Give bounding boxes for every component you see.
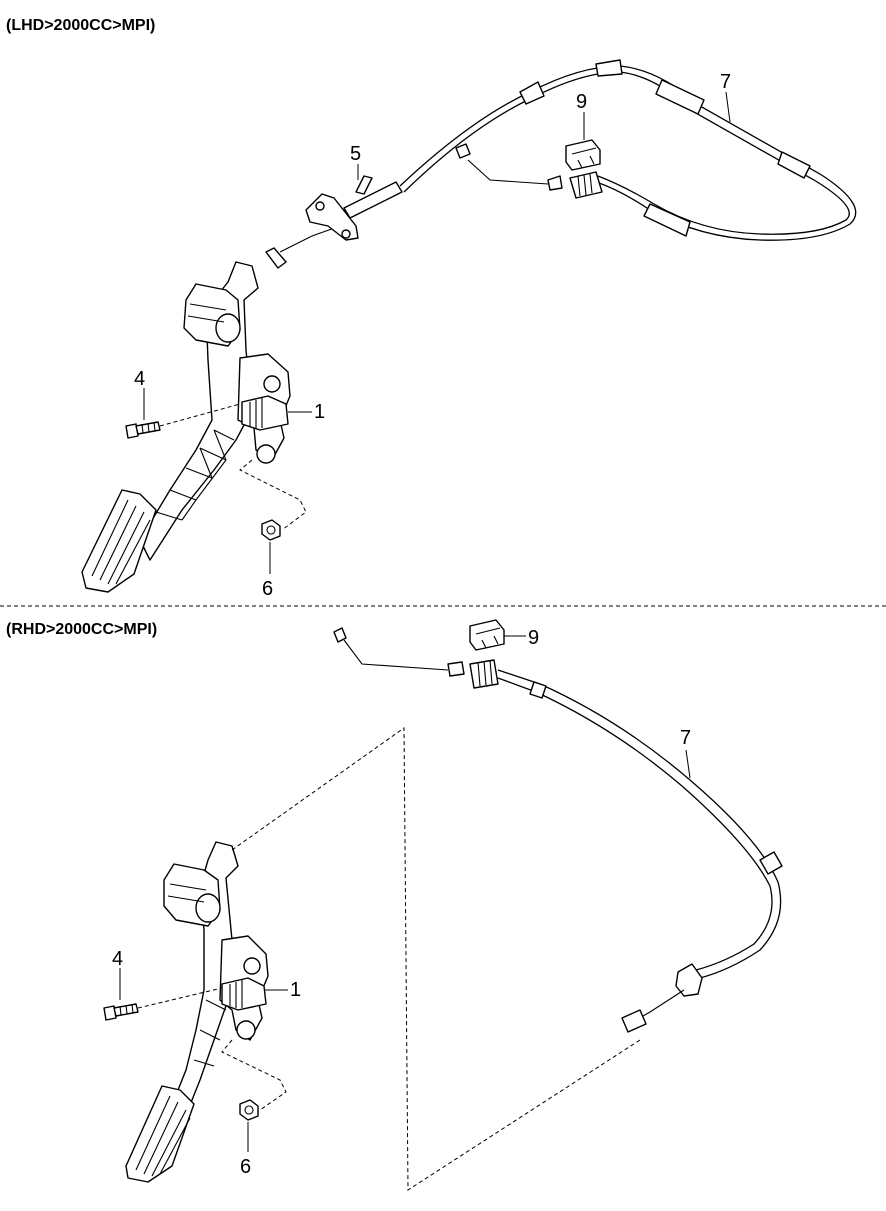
lhd-callout-clip: 9 [576, 91, 587, 113]
rhd-section-title: (RHD>2000CC>MPI) [6, 621, 157, 638]
lhd-section: (LHD>2000CC>MPI) [6, 17, 857, 600]
rhd-callout-clip: 9 [528, 627, 539, 649]
rhd-nut: 6 [221, 1039, 287, 1178]
rhd-callout-bolt: 4 [112, 948, 123, 970]
lhd-callout-pedal: 1 [314, 401, 325, 423]
rhd-callout-cable: 7 [680, 727, 691, 749]
lhd-pin: 5 [350, 143, 373, 195]
rhd-callout-nut: 6 [240, 1156, 251, 1178]
rhd-clip: 9 [469, 619, 539, 651]
rhd-cable: 7 [333, 627, 783, 1033]
rhd-bolt: 4 [103, 948, 223, 1021]
lhd-callout-pin: 5 [350, 143, 361, 165]
lhd-nut: 6 [239, 459, 307, 600]
lhd-section-title: (LHD>2000CC>MPI) [6, 17, 155, 34]
rhd-cable-route [231, 727, 641, 1191]
rhd-callout-pedal: 1 [290, 979, 301, 1001]
lhd-callout-bolt: 4 [134, 368, 145, 390]
lhd-callout-nut: 6 [262, 578, 273, 600]
lhd-accelerator-pedal [81, 261, 291, 593]
rhd-accelerator-pedal [125, 841, 269, 1183]
lhd-clip: 9 [565, 91, 601, 171]
rhd-section: (RHD>2000CC>MPI) 4 [6, 619, 783, 1191]
lhd-callout-cable: 7 [720, 71, 731, 93]
lhd-cable: 7 [399, 59, 857, 241]
lhd-cable-end [265, 181, 403, 269]
lhd-bolt: 4 [125, 368, 241, 439]
